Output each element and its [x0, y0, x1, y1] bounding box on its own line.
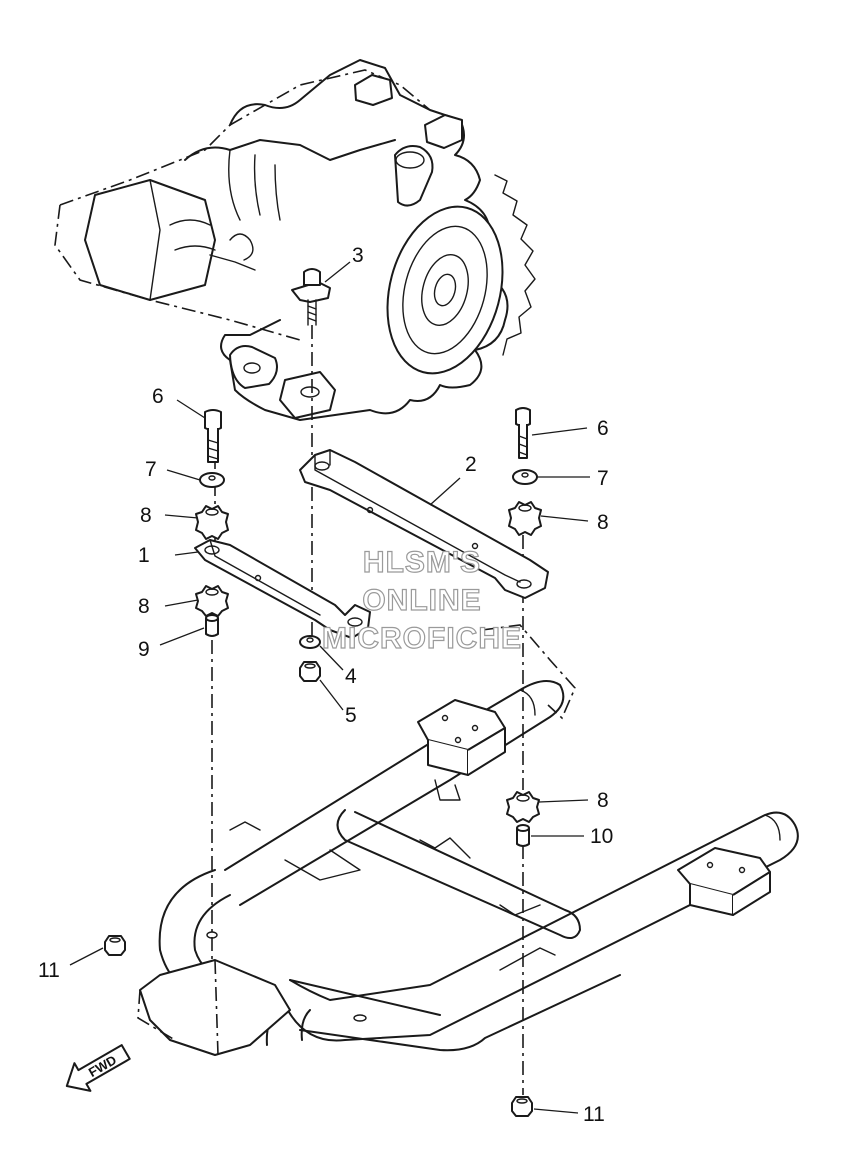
callout-8-lower-right: 8	[597, 789, 609, 812]
callout-3: 3	[352, 244, 364, 267]
part-4-washer	[299, 635, 321, 649]
part-2-mount-bracket	[299, 449, 549, 599]
engine-assembly	[54, 59, 536, 421]
callout-6-left: 6	[152, 385, 164, 408]
callout-11-right: 11	[583, 1103, 605, 1126]
callout-1: 1	[138, 544, 150, 567]
callout-8-upper-right: 8	[597, 511, 609, 534]
callout-8-upper-left: 8	[140, 504, 152, 527]
part-10-collar	[516, 824, 530, 847]
part-8-damper-upper-left	[195, 505, 229, 540]
callout-11-left: 11	[38, 959, 60, 982]
part-1-mount-bracket	[194, 539, 371, 639]
part-8-damper-lower-right	[506, 791, 540, 823]
watermark-line-3: MICROFICHE	[322, 622, 522, 655]
part-7-washer-right	[512, 469, 538, 485]
part-8-damper-lower-left	[195, 585, 229, 617]
part-7-washer-left	[199, 472, 225, 488]
callout-8-lower-left: 8	[138, 595, 150, 618]
callout-10: 10	[590, 825, 613, 848]
callout-labels: 1 2 3 4 5 6 6 7 7 8 8 8 8 9 10 11 11	[38, 244, 613, 1126]
callout-7-left: 7	[145, 458, 157, 481]
part-11-nut-right	[511, 1096, 533, 1117]
callout-5: 5	[345, 704, 357, 727]
callout-9: 9	[138, 638, 150, 661]
callout-7-right: 7	[597, 467, 609, 490]
watermark-line-2: ONLINE	[362, 584, 481, 617]
watermark-line-1: HLSM'S	[363, 546, 481, 579]
part-6-bolt-right	[515, 407, 531, 459]
frame-assembly	[137, 624, 799, 1056]
callout-4: 4	[345, 665, 357, 688]
callout-2: 2	[465, 453, 477, 476]
part-5-nut	[299, 661, 321, 682]
forward-arrow-icon: FWD	[65, 1044, 131, 1092]
part-3-bracket-bolt	[291, 268, 331, 326]
part-6-bolt-left	[204, 409, 222, 463]
part-8-damper-upper-right	[508, 501, 542, 536]
part-11-nut-left	[104, 935, 126, 956]
part-9-collar	[205, 614, 219, 637]
callout-6-right: 6	[597, 417, 609, 440]
leader-lines	[69, 261, 590, 1114]
watermark: HLSM'S ONLINE MICROFICHE	[321, 545, 522, 655]
